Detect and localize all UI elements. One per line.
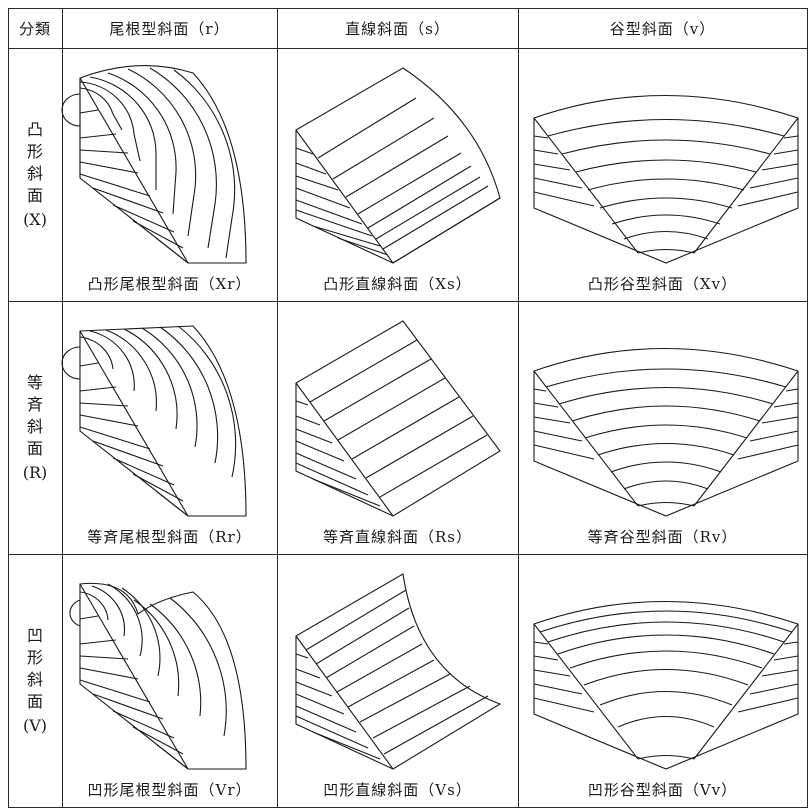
block-diagram-xr [68,58,273,268]
caption-rs: 等斉直線斜面（Rs） [277,521,518,551]
caption-vv: 凹形谷型斜面（Vv） [518,774,807,804]
block-diagram-rr [68,311,273,521]
row-label-char: 形 [27,647,43,669]
block-diagram-xs [288,58,508,268]
block-diagram-rs [288,311,508,521]
row-label-char: 斜 [27,416,43,438]
row-label-char: 斜 [27,163,43,185]
table-border-bottom [8,807,808,808]
column-header-ridge: 尾根型斜面（r） [62,8,277,48]
caption-xs: 凸形直線斜面（Xs） [277,268,518,298]
row-divider-1 [8,301,808,302]
row-label-code: (V) [23,715,47,737]
row-label-char: 斉 [27,394,43,416]
row-label-char: 面 [27,691,43,713]
column-divider-2 [518,8,519,808]
row-label-uniform: 等 斉 斜 面 (R) [8,302,62,554]
header-divider [8,48,808,49]
row-label-char: 凸 [27,119,43,141]
table-border-right [807,8,808,808]
row-label-char: 等 [27,372,43,394]
column-header-straight: 直線斜面（s） [277,8,518,48]
row-divider-2 [8,554,808,555]
row-label-char: 面 [27,438,43,460]
caption-xv: 凸形谷型斜面（Xv） [518,268,807,298]
label-column-divider [62,8,63,808]
row-label-char: 斜 [27,669,43,691]
caption-vs: 凹形直線斜面（Vs） [277,774,518,804]
block-diagram-vs [288,564,508,774]
corner-header: 分類 [8,8,62,48]
block-diagram-rv [526,311,806,521]
row-label-char: 形 [27,141,43,163]
row-label-code: (R) [23,462,48,484]
caption-xr: 凸形尾根型斜面（Xr） [62,268,277,298]
row-label-convex: 凸 形 斜 面 (X) [8,49,62,301]
caption-rr: 等斉尾根型斜面（Rr） [62,521,277,551]
block-diagram-vr [68,564,273,774]
block-diagram-vv [526,564,806,774]
row-label-char: 面 [27,185,43,207]
block-diagram-xv [526,58,806,268]
row-label-concave: 凹 形 斜 面 (V) [8,555,62,807]
row-label-char: 凹 [27,625,43,647]
classification-table: 分類 尾根型斜面（r） 直線斜面（s） 谷型斜面（v） 凸 形 斜 面 (X) … [8,8,808,808]
caption-vr: 凹形尾根型斜面（Vr） [62,774,277,804]
row-label-code: (X) [23,209,47,231]
column-divider-1 [277,8,278,808]
caption-rv: 等斉谷型斜面（Rv） [518,521,807,551]
column-header-valley: 谷型斜面（v） [518,8,807,48]
